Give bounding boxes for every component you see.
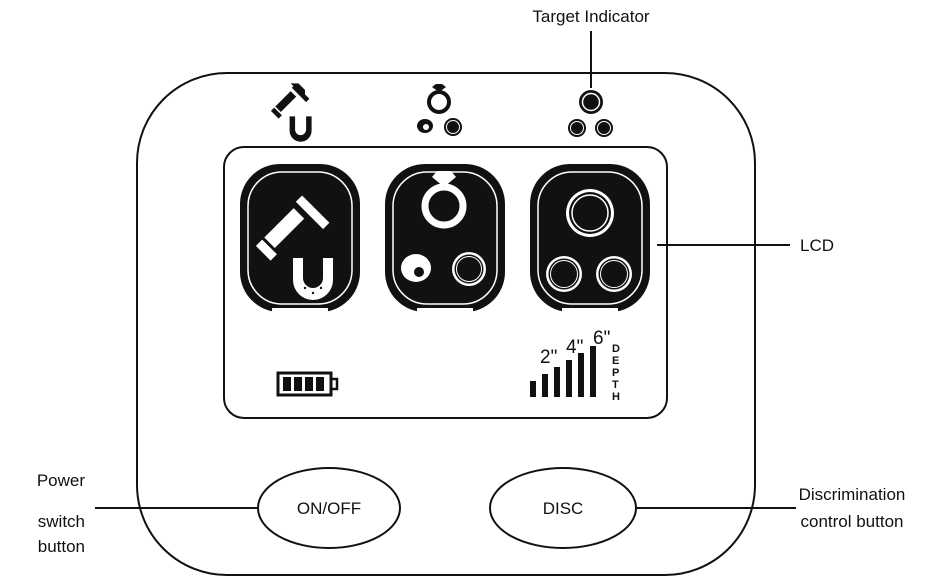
lcd-segment-iron — [240, 164, 360, 318]
lcd-segment-coins: $ 25¢ 50¢ — [530, 164, 650, 318]
iron-target-indicator — [270, 83, 312, 142]
coin-25c-large-label: 25¢ — [554, 268, 574, 282]
battery-cell — [294, 377, 302, 391]
depth-bar — [590, 346, 596, 397]
depth-letter: D — [612, 343, 620, 355]
depth-word: D E P T H — [612, 343, 620, 403]
depth-bar — [566, 360, 572, 397]
depth-letter: E — [612, 355, 619, 367]
coin-5c-large-label: 5¢ — [462, 262, 476, 277]
dollar-label: $ — [587, 94, 595, 110]
depth-bar — [578, 353, 584, 397]
power-button-label: ON/OFF — [297, 499, 361, 518]
ring-icon-large — [421, 171, 467, 229]
coin-50c-small-label: 50¢ — [598, 126, 610, 133]
power-button[interactable]: ON/OFF — [257, 467, 401, 549]
power-switch-callout-line: button — [38, 537, 85, 556]
nail-icon — [255, 195, 330, 261]
coin-5c-icon: 5¢ — [444, 118, 462, 136]
detector-body — [136, 72, 756, 576]
lcd-screen — [223, 146, 668, 419]
dollar-coin-icon: $ — [579, 90, 603, 114]
coin-50c-large-icon: 50¢ — [596, 256, 632, 292]
battery-cell — [316, 377, 324, 391]
disc-button[interactable]: DISC — [489, 467, 637, 549]
pull-tab-icon — [417, 119, 433, 133]
jewelry-target-indicator: 5¢ — [417, 84, 462, 136]
dollar-coin-large-icon: $ — [566, 189, 614, 237]
depth-bar — [554, 367, 560, 397]
depth-bar — [542, 374, 548, 397]
coin-25c-small-label: 25¢ — [571, 126, 583, 133]
coin-50c-large-label: 50¢ — [604, 268, 624, 282]
target-indicator-callout: Target Indicator — [532, 7, 650, 26]
horseshoe-icon — [293, 258, 333, 300]
coin-5c-large-icon: 5¢ — [452, 252, 486, 286]
discrimination-control-callout: Discrimination control button — [799, 485, 906, 531]
battery-cell — [283, 377, 291, 391]
ring-icon — [427, 84, 451, 114]
coin-25c-icon: 25¢ — [568, 119, 586, 137]
depth-label-4: 4" — [566, 337, 583, 358]
coin-5c-label: 5¢ — [449, 125, 457, 132]
lcd-callout: LCD — [800, 236, 834, 255]
power-switch-callout-line: Power — [37, 471, 86, 490]
depth-letter: P — [612, 367, 619, 379]
battery-cell — [305, 377, 313, 391]
depth-letter: T — [612, 379, 619, 391]
power-switch-callout-line: switch — [38, 512, 85, 531]
pull-tab-icon-large — [401, 254, 431, 282]
depth-bar — [530, 381, 536, 397]
battery-icon — [276, 371, 339, 397]
power-switch-callout: Power switch button — [37, 471, 86, 556]
disc-callout-line: control button — [800, 512, 903, 531]
dollar-large-label: $ — [583, 198, 598, 228]
depth-letter: H — [612, 391, 620, 403]
coin-50c-icon: 50¢ — [595, 119, 613, 137]
depth-indicator: 2" 4" 6" D E P T H — [530, 328, 620, 403]
disc-callout-line: Discrimination — [799, 485, 906, 504]
depth-label-2: 2" — [540, 347, 557, 368]
depth-label-6: 6" — [593, 328, 610, 349]
disc-button-label: DISC — [543, 499, 584, 518]
lcd-segment-jewelry: 5¢ — [385, 164, 505, 318]
coin-25c-large-icon: 25¢ — [546, 256, 582, 292]
coins-target-indicator: $ 25¢ 50¢ — [568, 90, 613, 137]
